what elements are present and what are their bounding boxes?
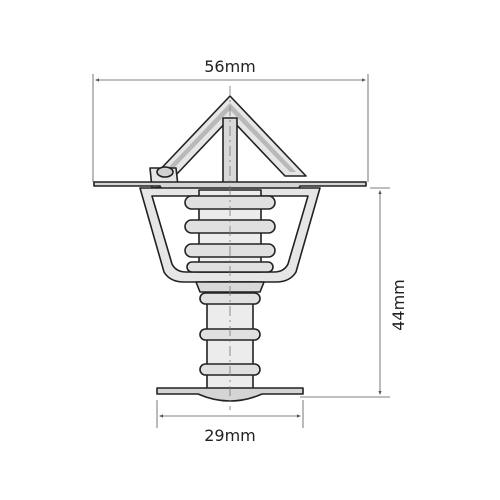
bottom-width-dimension: 29mm	[156, 400, 304, 445]
height-label: 44mm	[389, 279, 408, 331]
height-dimension: 44mm	[300, 187, 408, 398]
bottom-width-label: 29mm	[204, 426, 256, 445]
top-width-label: 56mm	[204, 57, 256, 76]
top-width-dimension: 56mm	[92, 57, 369, 182]
bleed-valve-head	[156, 166, 174, 178]
